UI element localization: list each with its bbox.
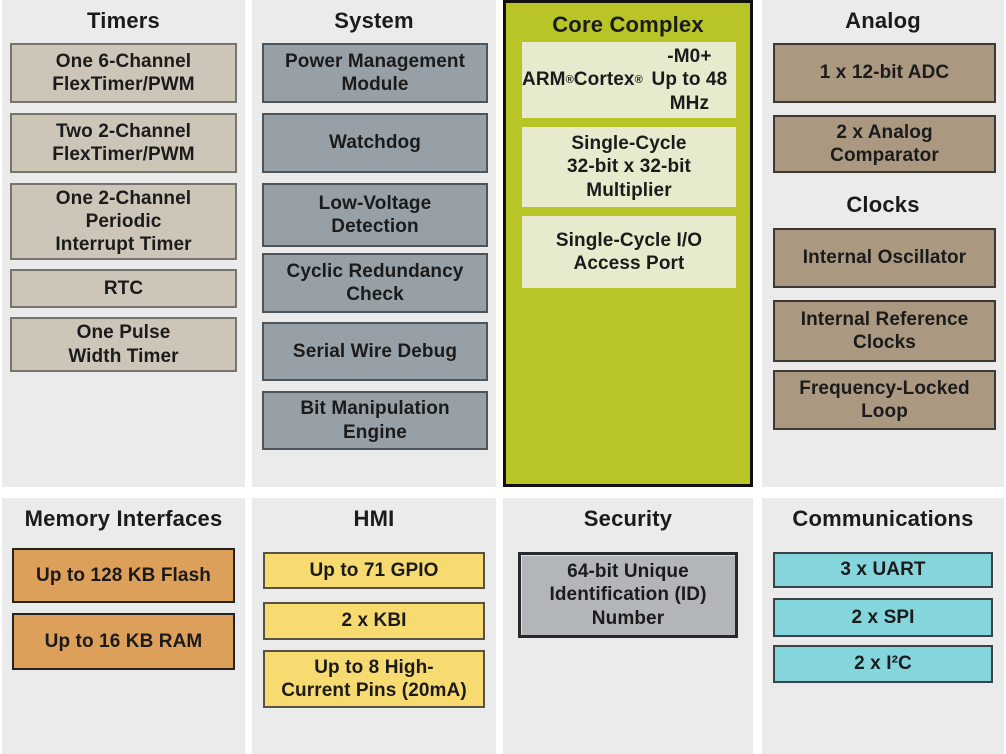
block-uart: 3 x UART — [773, 552, 993, 588]
block-single-cycle-io-access-port: Single-Cycle I/O Access Port — [522, 216, 736, 288]
panel-hmi: HMI Up to 71 GPIO 2 x KBI Up to 8 High- … — [252, 498, 496, 754]
section-title-core-complex: Core Complex — [552, 12, 704, 37]
block-12bit-adc: 1 x 12-bit ADC — [773, 43, 996, 103]
block-arm-cortex-m0plus: ARM® Cortex®-M0+ Up to 48 MHz — [522, 42, 736, 118]
block-unique-id-number: 64-bit Unique Identification (ID) Number — [518, 552, 738, 638]
block-6ch-flextimer-pwm: One 6-Channel FlexTimer/PWM — [10, 43, 237, 103]
section-title-timers: Timers — [87, 8, 160, 33]
section-title-security: Security — [583, 506, 673, 531]
block-kbi: 2 x KBI — [263, 602, 485, 640]
panel-analog-clocks: Analog 1 x 12-bit ADC 2 x Analog Compara… — [762, 0, 1004, 487]
block-high-current-pins: Up to 8 High- Current Pins (20mA) — [263, 650, 485, 708]
block-2ch-flextimer-pwm: Two 2-Channel FlexTimer/PWM — [10, 113, 237, 173]
section-title-communications: Communications — [792, 506, 974, 531]
block-spi: 2 x SPI — [773, 598, 993, 637]
block-serial-wire-debug: Serial Wire Debug — [262, 322, 488, 381]
block-bit-manipulation-engine: Bit Manipulation Engine — [262, 391, 488, 450]
block-low-voltage-detection: Low-Voltage Detection — [262, 183, 488, 247]
panel-system: System Power Management Module Watchdog … — [252, 0, 496, 487]
block-rtc: RTC — [10, 269, 237, 308]
panel-security: Security 64-bit Unique Identification (I… — [503, 498, 753, 754]
panel-communications: Communications 3 x UART 2 x SPI 2 x I²C — [762, 498, 1004, 754]
section-title-hmi: HMI — [353, 506, 395, 531]
block-gpio: Up to 71 GPIO — [263, 552, 485, 589]
block-single-cycle-multiplier: Single-Cycle 32-bit x 32-bit Multiplier — [522, 127, 736, 207]
panel-timers: Timers One 6-Channel FlexTimer/PWM Two 2… — [2, 0, 245, 487]
panel-memory-interfaces: Memory Interfaces Up to 128 KB Flash Up … — [2, 498, 245, 754]
section-title-analog: Analog — [845, 8, 921, 33]
block-internal-oscillator: Internal Oscillator — [773, 228, 996, 288]
section-title-clocks: Clocks — [846, 192, 920, 217]
block-i2c: 2 x I²C — [773, 645, 993, 683]
block-watchdog: Watchdog — [262, 113, 488, 173]
block-power-management-module: Power Management Module — [262, 43, 488, 103]
section-title-system: System — [334, 8, 414, 33]
block-pulse-width-timer: One Pulse Width Timer — [10, 317, 237, 372]
block-internal-reference-clocks: Internal Reference Clocks — [773, 300, 996, 362]
block-analog-comparator: 2 x Analog Comparator — [773, 115, 996, 173]
block-periodic-interrupt-timer: One 2-Channel Periodic Interrupt Timer — [10, 183, 237, 260]
section-title-memory-interfaces: Memory Interfaces — [24, 506, 223, 531]
block-frequency-locked-loop: Frequency-Locked Loop — [773, 370, 996, 430]
panel-core-complex: Core Complex ARM® Cortex®-M0+ Up to 48 M… — [503, 0, 753, 487]
block-ram: Up to 16 KB RAM — [12, 613, 235, 670]
block-cyclic-redundancy-check: Cyclic Redundancy Check — [262, 253, 488, 313]
block-flash: Up to 128 KB Flash — [12, 548, 235, 603]
